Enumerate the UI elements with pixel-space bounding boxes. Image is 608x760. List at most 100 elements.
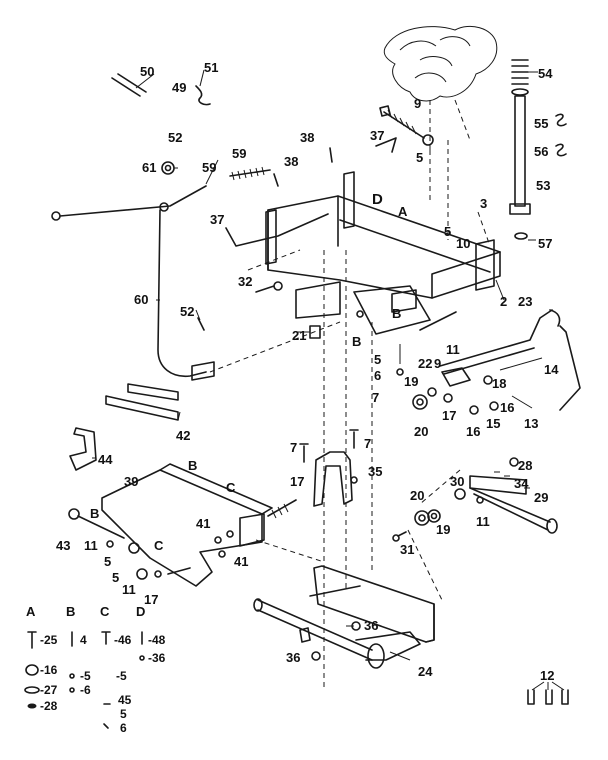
rod-53 (509, 59, 531, 240)
spring-56 (555, 143, 567, 157)
upper-frame (265, 171, 501, 335)
callout-35: 35 (368, 464, 382, 479)
callout-34: 34 (514, 476, 529, 491)
bolt-31 (392, 531, 407, 542)
callout-17-c: 17 (144, 592, 158, 607)
callout-37: 37 (370, 128, 384, 143)
callout-29: 29 (534, 490, 548, 505)
legend-d-2: -36 (148, 651, 166, 665)
spring-50-49 (111, 73, 147, 97)
legend-icons (24, 631, 145, 729)
bolts-7 (299, 429, 359, 463)
callout-42: 42 (176, 428, 190, 443)
callout-18: 18 (492, 376, 506, 391)
leader-lines (92, 69, 543, 661)
callout-6: 6 (374, 368, 381, 383)
callout-19-b: 19 (436, 522, 450, 537)
callout-24: 24 (418, 664, 433, 679)
letter-a-top: A (398, 204, 408, 219)
callout-19: 19 (404, 374, 418, 389)
washers-19-20 (414, 509, 441, 526)
callout-41: 41 (196, 516, 210, 531)
bolt-9 (379, 105, 434, 146)
callout-37-bracket: 37 (210, 212, 224, 227)
callout-7-left: 7 (290, 440, 297, 455)
callout-39: 39 (124, 474, 138, 489)
letter-b-plate: B (188, 458, 197, 473)
callout-41-b: 41 (234, 554, 248, 569)
callout-50: 50 (140, 64, 154, 79)
callout-36-b: 36 (286, 650, 300, 665)
callout-11: 11 (446, 342, 460, 357)
callout-38: 38 (300, 130, 314, 145)
callout-16-b: 16 (466, 424, 480, 439)
item-12-clips (527, 681, 569, 705)
letter-b-left: B (90, 506, 99, 521)
callout-38-pin: 38 (284, 154, 298, 169)
callout-12: 12 (540, 668, 554, 683)
callout-3: 3 (480, 196, 487, 211)
spring-55 (555, 113, 567, 127)
callout-labels: 50 51 49 52 61 59 59 38 38 37 37 9 5 54 … (56, 60, 559, 683)
callout-49: 49 (172, 80, 186, 95)
pin-38 (273, 147, 333, 187)
callout-5-d: 5 (104, 554, 111, 569)
callout-32: 32 (238, 274, 252, 289)
bracket-44 (69, 427, 97, 471)
callout-57: 57 (538, 236, 552, 251)
callout-23: 23 (518, 294, 532, 309)
callout-52-pin: 52 (180, 304, 194, 319)
hardware-legend: A B C D -25 -16 -27 -28 4 -5 -6 -46 -5 4… (26, 604, 166, 735)
legend-c-1: -46 (114, 633, 132, 647)
legend-header-a: A (26, 604, 36, 619)
bracket-37 (225, 137, 397, 247)
callout-5-e: 5 (112, 570, 119, 585)
callout-20-b: 20 (410, 488, 424, 503)
letter-b-frame: B (392, 306, 401, 321)
legend-a-3: -27 (40, 683, 58, 697)
callout-5-mid: 5 (374, 352, 381, 367)
callout-15: 15 (486, 416, 500, 431)
legend-d-1: -48 (148, 633, 166, 647)
callout-7: 7 (372, 390, 379, 405)
callout-13: 13 (524, 416, 538, 431)
legend-c-2: -5 (116, 669, 127, 683)
callout-10: 10 (456, 236, 470, 251)
callout-30: 30 (450, 474, 464, 489)
callout-16: 16 (500, 400, 514, 415)
callout-21: 21 (292, 328, 306, 343)
legend-a-4: -28 (40, 699, 58, 713)
control-rod-59 (51, 161, 271, 221)
callout-56: 56 (534, 144, 548, 159)
legend-a-2: -16 (40, 663, 58, 677)
strap-35 (313, 451, 358, 507)
callout-14: 14 (544, 362, 559, 377)
legend-c-3: 45 (118, 693, 132, 707)
callout-59: 59 (202, 160, 216, 175)
legend-header-c: C (100, 604, 110, 619)
callout-52: 52 (168, 130, 182, 145)
lever-14 (439, 309, 581, 411)
callout-17: 17 (442, 408, 456, 423)
rod-60 (157, 209, 215, 381)
callout-17-bolt: 17 (290, 474, 304, 489)
pin-52 (197, 317, 205, 331)
legend-c-5: 6 (120, 721, 127, 735)
legend-b-2: -5 (80, 669, 91, 683)
rod-43 (68, 508, 125, 539)
callout-53: 53 (536, 178, 550, 193)
letter-d-top: D (372, 191, 383, 208)
letter-c-plate: C (226, 480, 236, 495)
callout-22: 22 (418, 356, 432, 371)
callout-43: 43 (56, 538, 70, 553)
side-plate-39 (101, 463, 273, 587)
callout-9: 9 (414, 96, 421, 111)
assembly-lines (209, 140, 491, 690)
callout-7-right: 7 (364, 436, 371, 451)
legend-a-1: -25 (40, 633, 58, 647)
callout-51: 51 (204, 60, 218, 75)
spring-51 (195, 85, 211, 106)
callout-60: 60 (134, 292, 148, 307)
